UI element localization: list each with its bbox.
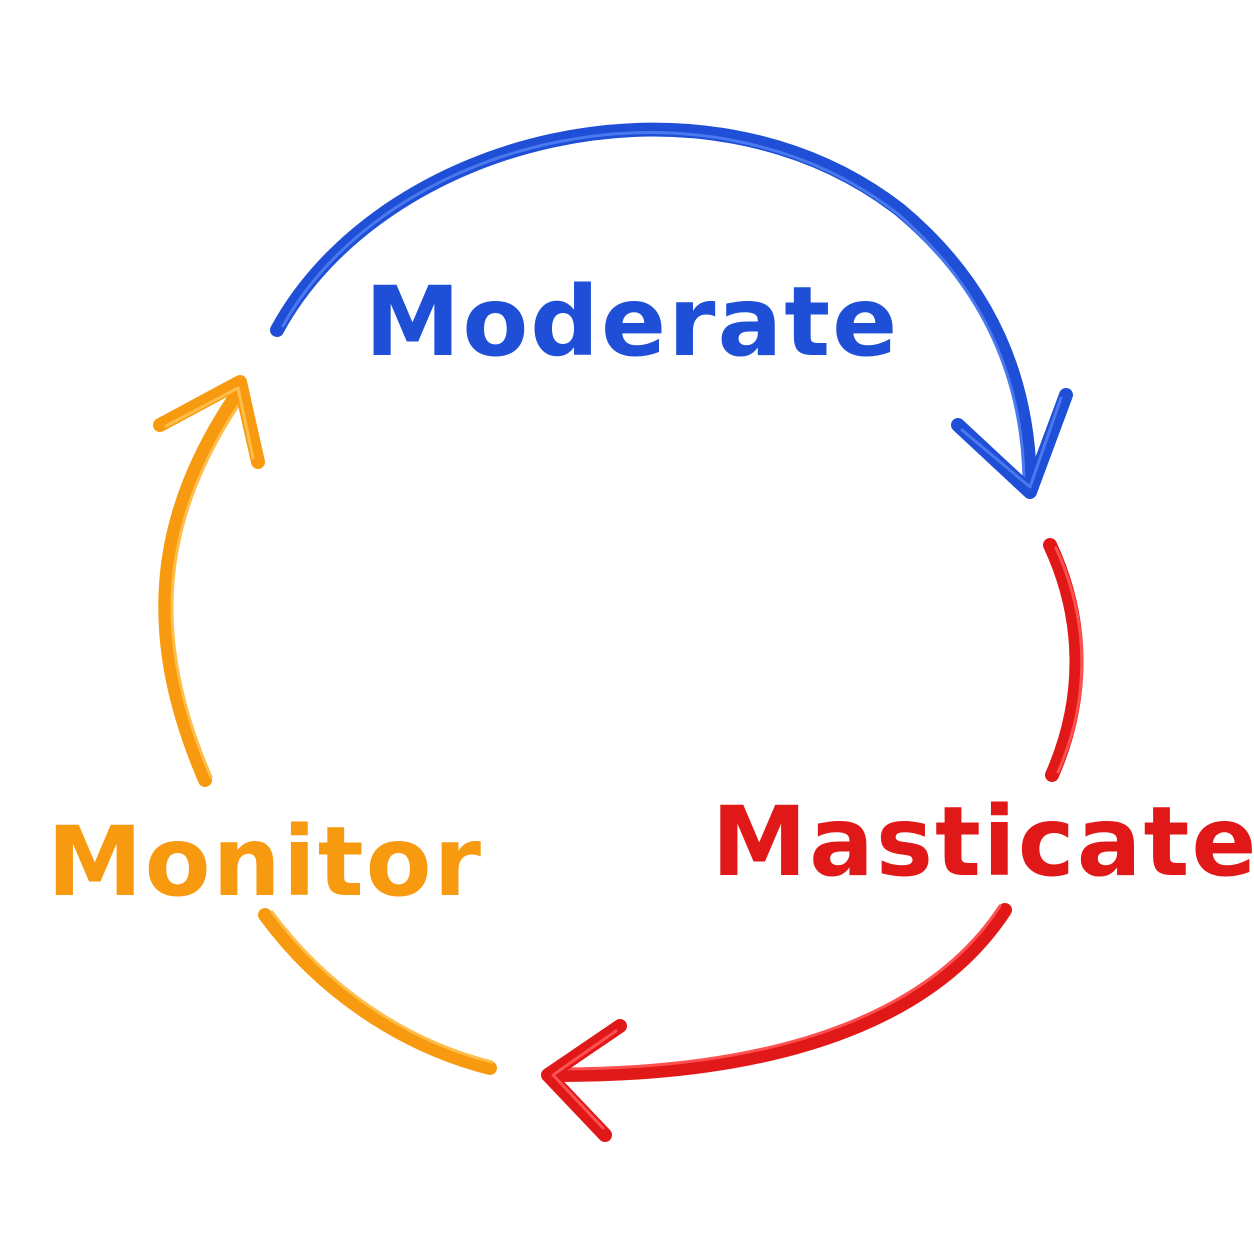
- line-masticate-right: [1043, 538, 1084, 782]
- arrow-monitor-to-moderate: [153, 375, 265, 787]
- arrow-masticate-to-monitor: [541, 903, 1012, 1142]
- stage-label-monitor: Monitor: [47, 806, 483, 918]
- arrow-moderate-to-masticate: [270, 122, 1073, 499]
- stage-label-moderate: Moderate: [365, 266, 899, 378]
- stage-label-masticate: Masticate: [712, 786, 1254, 898]
- line-monitor-bottom: [258, 908, 497, 1075]
